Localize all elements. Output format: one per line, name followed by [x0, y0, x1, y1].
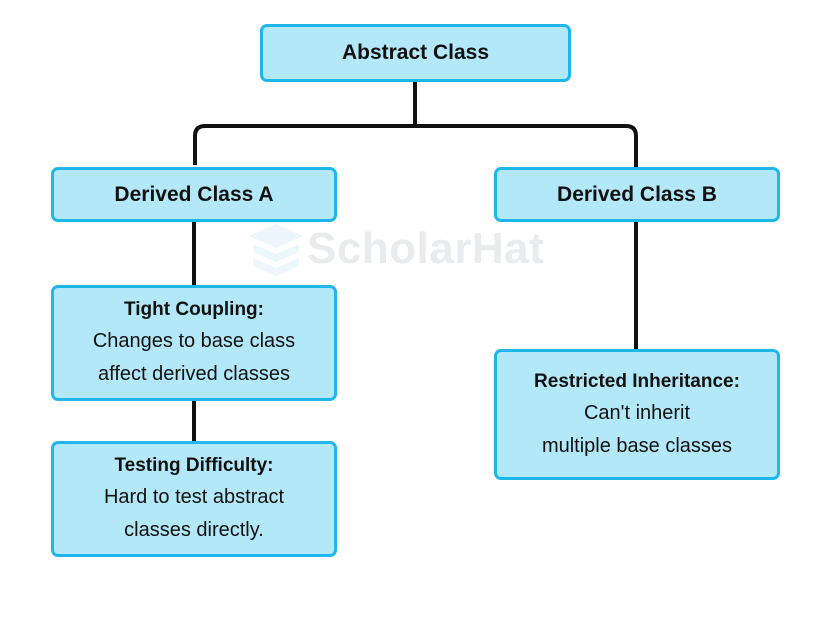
- node-tight-coupling: Tight Coupling: Changes to base class af…: [51, 285, 337, 401]
- node-tight-coupling-line-2: affect derived classes: [98, 363, 290, 385]
- node-abstract-class-title: Abstract Class: [341, 41, 490, 64]
- node-testing-difficulty-heading: Testing Difficulty:: [114, 455, 274, 476]
- node-derived-class-a: Derived Class A: [51, 167, 337, 222]
- node-restricted-inheritance-heading: Restricted Inheritance:: [534, 370, 740, 392]
- node-restricted-inheritance-line-1: Can't inherit: [583, 401, 691, 424]
- node-tight-coupling-heading: Tight Coupling:: [124, 299, 264, 320]
- node-testing-difficulty: Testing Difficulty: Hard to test abstrac…: [51, 441, 337, 557]
- node-derived-class-b: Derived Class B: [494, 167, 780, 222]
- node-tight-coupling-line-1: Changes to base class: [92, 330, 296, 352]
- node-testing-difficulty-line-1: Hard to test abstract: [103, 486, 285, 508]
- node-derived-class-b-title: Derived Class B: [557, 182, 717, 206]
- connector-root-branches: [193, 81, 638, 168]
- node-testing-difficulty-line-2: classes directly.: [124, 519, 264, 541]
- node-restricted-inheritance-line-2: multiple base classes: [541, 434, 733, 457]
- node-derived-class-a-title: Derived Class A: [114, 182, 274, 206]
- node-abstract-class: Abstract Class: [260, 24, 571, 82]
- node-restricted-inheritance: Restricted Inheritance: Can't inherit mu…: [494, 349, 780, 480]
